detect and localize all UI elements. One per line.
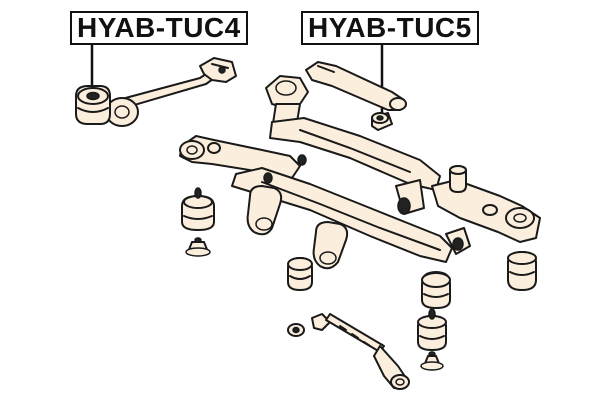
subframe-mount-bushing-right [507, 251, 537, 291]
mount-cone-lower-right [420, 351, 444, 371]
subframe-mount-bushing-lower-right [417, 308, 447, 351]
subframe-mount-bushing-left [181, 187, 215, 231]
bushing-center-left [287, 257, 313, 291]
part-label-hyab-tuc4: HYAB-TUC4 [70, 11, 248, 45]
subframe [179, 75, 541, 270]
upper-right-link [305, 61, 407, 111]
bushing-center-right [421, 271, 451, 309]
bushing-hyab-tuc4 [75, 85, 111, 125]
lower-lateral-link [287, 313, 410, 390]
upper-left-trailing-arm [105, 57, 237, 127]
bushing-hyab-tuc5 [371, 112, 393, 131]
mount-cone-left [185, 237, 211, 257]
part-label-hyab-tuc5: HYAB-TUC5 [301, 11, 479, 45]
bushing-right-small [449, 165, 467, 193]
